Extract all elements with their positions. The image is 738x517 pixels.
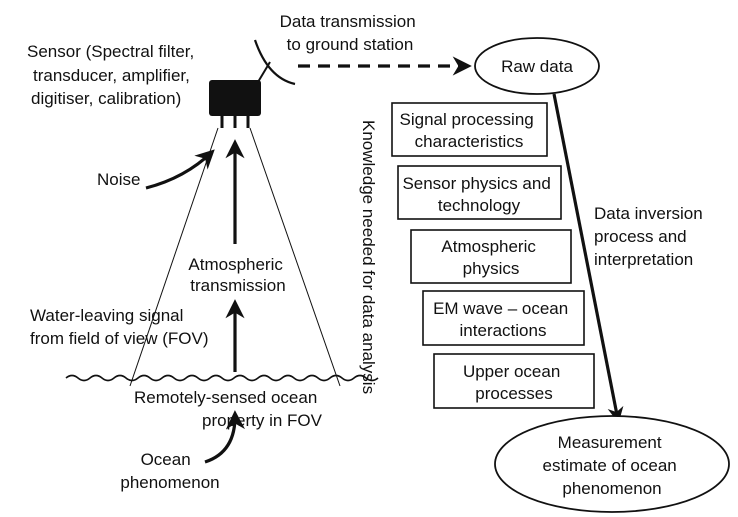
knowledge-box-signal: Signal processing characteristics (391, 102, 548, 157)
svg-text:EM wave – ocean interact: EM wave – ocean interactions (433, 299, 573, 340)
fov-left-line (129, 127, 219, 387)
water-leaving-label: Water-leaving signal from field of view … (30, 306, 209, 348)
knowledge-label: Knowledge needed for data analysis (359, 120, 378, 394)
svg-text:Atmospheric physics: Atmospheric physics (441, 237, 540, 278)
knowledge-box-atmospheric: Atmospheric physics (410, 229, 572, 284)
knowledge-box-sensor: Sensor physics and technology (397, 165, 562, 220)
noise-label: Noise (97, 170, 140, 189)
knowledge-box-em-wave: EM wave – ocean interactions (422, 290, 585, 346)
svg-text:Signal processing charac: Signal processing characteristics (400, 110, 539, 151)
raw-data-label: Raw data (501, 57, 573, 76)
sensor-label: Sensor (Spectral filter, transducer, amp… (27, 42, 199, 108)
transmission-label: Data transmission to ground station (280, 12, 421, 54)
fov-right-line (249, 127, 341, 387)
measurement-node: Measurement estimate of ocean phenomenon (494, 415, 730, 513)
atmospheric-transmission-label: Atmospheric transmission (188, 255, 287, 295)
knowledge-box-upper-ocean: Upper ocean processes (433, 353, 595, 409)
svg-text:Upper ocean processes: Upper ocean processes (463, 362, 565, 403)
raw-data-node: Raw data (474, 37, 600, 95)
inversion-label: Data inversion process and interpretatio… (594, 204, 707, 269)
measurement-label: Measurement estimate of ocean phenomenon (543, 433, 682, 498)
noise-arrow (145, 149, 215, 190)
ocean-phenomenon-arrow (204, 410, 245, 464)
sensor-icon (209, 61, 271, 128)
ocean-surface-wave (65, 374, 379, 382)
data-inversion-arrow (552, 93, 624, 424)
ocean-phenomenon-label: Ocean phenomenon (120, 450, 219, 492)
ocean-property-label: Remotely-sensed ocean property in FOV (134, 388, 323, 430)
antenna-dish-icon (253, 39, 296, 86)
svg-text:Sensor physics and techn: Sensor physics and technology (402, 174, 555, 215)
